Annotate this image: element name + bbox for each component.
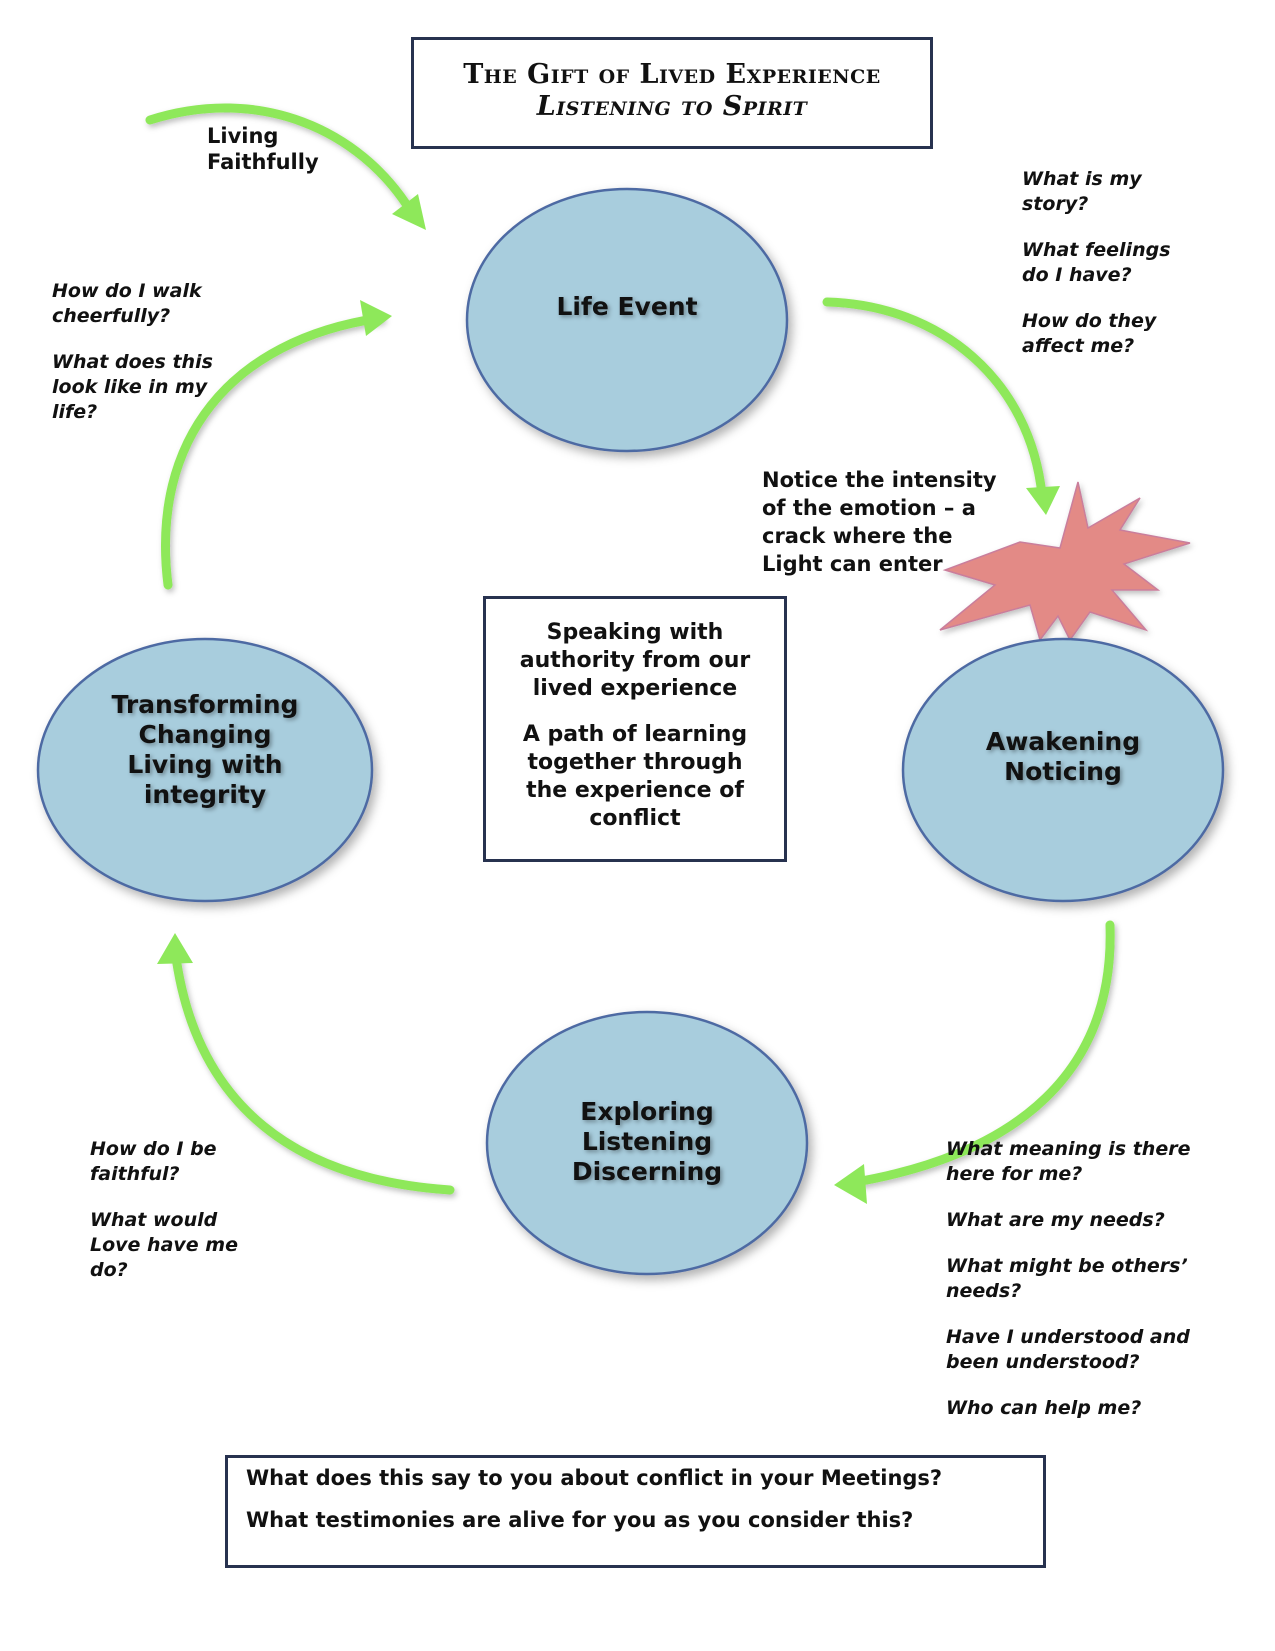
page-title: The Gift of Lived Experience <box>463 59 881 90</box>
arrow-awakening-to-exploring <box>845 920 1115 1188</box>
arrowhead-transforming-to-life <box>360 300 392 336</box>
exploring-line-3: Discerning <box>571 1157 723 1186</box>
exploring-label: Exploring Listening Discerning <box>547 1097 747 1187</box>
notice-line-3: crack where the <box>762 524 953 548</box>
transforming-label: Transforming Changing Living with integr… <box>85 690 325 810</box>
arrowhead-life-to-awakening <box>1026 486 1060 515</box>
question: What are my needs? <box>946 1209 1165 1231</box>
living-faithfully-label: Living Faithfully <box>207 123 319 175</box>
transforming-line-1: Transforming <box>111 690 299 719</box>
footer-box: What does this say to you about conflict… <box>225 1455 1046 1568</box>
arrowhead-exploring-to-transforming <box>157 933 193 964</box>
life-event-label: Life Event <box>527 292 727 322</box>
footer-question-1: What does this say to you about conflict… <box>246 1466 943 1490</box>
footer-question-2: What testimonies are alive for you as yo… <box>246 1508 914 1532</box>
notice-intensity-text: Notice the intensity of the emotion – a … <box>762 466 997 578</box>
arrowhead-awakening-to-exploring <box>834 1164 867 1204</box>
transforming-line-3: Living with <box>127 750 283 779</box>
arrow-transforming-to-life <box>161 313 385 590</box>
arrowhead-living-faithfully <box>392 194 426 230</box>
title-box: The Gift of Lived Experience Listening t… <box>411 37 933 149</box>
question: Who can help me? <box>946 1397 1142 1419</box>
notice-line-4: Light can enter <box>762 552 943 576</box>
awakening-label: Awakening Noticing <box>963 727 1163 787</box>
awakening-line-2: Noticing <box>1004 757 1122 786</box>
exploring-line-1: Exploring <box>580 1097 714 1126</box>
node-awakening <box>901 637 1225 903</box>
question: What might be others’needs? <box>946 1255 1188 1302</box>
node-transforming <box>36 637 374 903</box>
notice-line-1: Notice the intensity <box>762 468 997 492</box>
transforming-line-2: Changing <box>138 720 272 749</box>
awakening-line-1: Awakening <box>985 727 1141 756</box>
life-event-text: Life Event <box>556 292 698 321</box>
arrow-living-faithfully <box>145 103 415 215</box>
exploring-line-2: Listening <box>581 1127 713 1156</box>
arrow-exploring-to-transforming <box>170 945 455 1195</box>
node-life-event <box>465 187 789 453</box>
transforming-line-4: integrity <box>143 780 267 809</box>
node-exploring <box>485 1010 809 1276</box>
page-subtitle: Listening to Spirit <box>536 91 808 122</box>
starburst <box>939 481 1191 642</box>
notice-line-2: of the emotion – a <box>762 496 976 520</box>
living-faithfully-line-2: Faithfully <box>207 150 319 174</box>
living-faithfully-line-1: Living <box>207 124 279 148</box>
arrow-life-to-awakening <box>822 297 1047 500</box>
